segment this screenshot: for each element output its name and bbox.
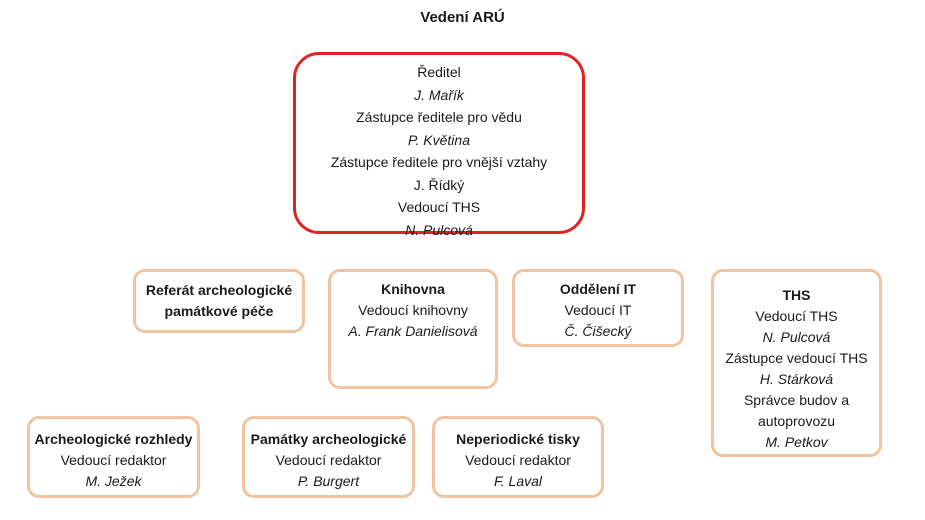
it-title: Oddělení IT: [559, 281, 637, 297]
director-box: Ředitel J. Mařík Zástupce ředitele pro v…: [293, 52, 585, 238]
rozhledy-box: Archeologické rozhledy Vedoucí redaktor …: [27, 416, 200, 498]
it-name: Č. Čišecký: [564, 323, 632, 339]
director-box-line: P. Květina: [407, 131, 470, 148]
tisky-box: Neperiodické tisky Vedoucí redaktor F. L…: [432, 416, 604, 498]
it-role: Vedoucí IT: [564, 302, 632, 318]
knihovna-title: Knihovna: [381, 281, 445, 297]
pamatky-title: Památky archeologické: [250, 431, 407, 447]
rozhledy-role: Vedoucí redaktor: [60, 452, 167, 468]
rozhledy-title: Archeologické rozhledy: [34, 431, 193, 447]
pamatky-name: P. Burgert: [297, 473, 360, 489]
director-box-line: Zástupce ředitele pro vnější vztahy: [330, 154, 548, 170]
director-box-line: J. Řídký: [413, 176, 465, 193]
ths-role1: Vedoucí THS: [755, 308, 838, 324]
ths-role2: Zástupce vedoucí THS: [725, 350, 868, 366]
pamatky-role: Vedoucí redaktor: [275, 452, 382, 468]
referat-title-line2: památkové péče: [164, 303, 274, 319]
tisky-title: Neperiodické tisky: [456, 431, 580, 447]
ths-name2: H. Stárková: [759, 371, 834, 387]
knihovna-role: Vedoucí knihovny: [358, 302, 468, 318]
director-box-line: Ředitel: [417, 64, 461, 80]
director-box-line: N. Pulcová: [405, 221, 473, 238]
diagram-title: Vedení ARÚ: [420, 9, 505, 26]
it-box: Oddělení IT Vedoucí IT Č. Čišecký: [512, 269, 684, 347]
director-box-line: J. Mařík: [414, 86, 464, 103]
ths-role3-line2: autoprovozu: [757, 413, 836, 429]
referat-box: Referát archeologické památkové péče: [133, 269, 305, 333]
ths-box: THS Vedoucí THS N. Pulcová Zástupce vedo…: [711, 269, 882, 457]
pamatky-box: Památky archeologické Vedoucí redaktor P…: [242, 416, 415, 498]
knihovna-name: A. Frank Danielisová: [348, 323, 478, 339]
knihovna-box: Knihovna Vedoucí knihovny A. Frank Danie…: [328, 269, 498, 389]
rozhledy-name: M. Ježek: [85, 473, 142, 489]
tisky-name: F. Laval: [494, 473, 542, 489]
director-box-line: Zástupce ředitele pro vědu: [356, 109, 522, 125]
tisky-role: Vedoucí redaktor: [465, 452, 571, 468]
director-box-line: Vedoucí THS: [397, 199, 481, 215]
ths-name1: N. Pulcová: [762, 329, 831, 345]
referat-title-line1: Referát archeologické: [145, 282, 293, 298]
ths-title: THS: [782, 287, 811, 303]
ths-name3: M. Petkov: [765, 434, 828, 450]
ths-role3-line1: Správce budov a: [743, 392, 850, 408]
